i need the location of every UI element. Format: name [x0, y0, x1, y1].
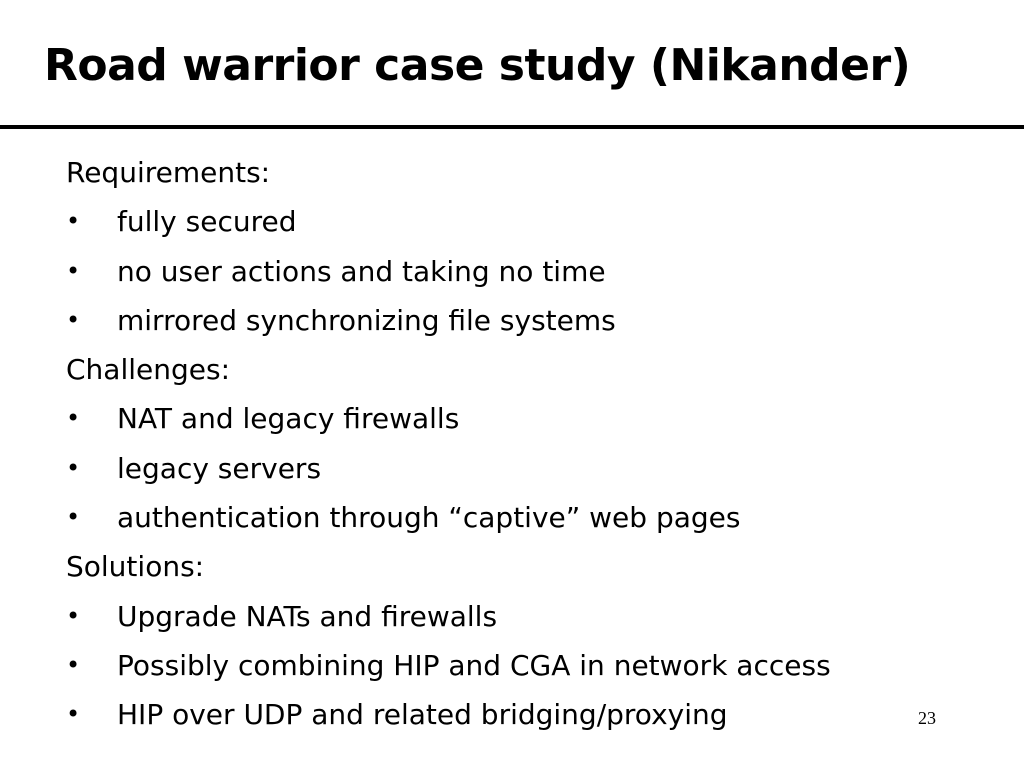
bullet-icon: •	[66, 256, 81, 285]
slide-title: Road warrior case study (Nikander)	[44, 40, 911, 91]
bullet-text: NAT and legacy firewalls	[117, 402, 460, 436]
bullet-item: • Possibly combining HIP and CGA in netw…	[66, 641, 966, 690]
bullet-icon: •	[66, 503, 81, 532]
bullet-text: mirrored synchronizing file systems	[117, 303, 616, 337]
bullet-text: no user actions and taking no time	[117, 254, 606, 288]
bullet-item: • Upgrade NATs and firewalls	[66, 592, 966, 641]
page-number: 23	[918, 708, 936, 728]
bullet-text: fully secured	[117, 205, 297, 239]
section-heading-challenges: Challenges:	[66, 353, 231, 387]
title-divider	[0, 125, 1024, 129]
bullet-icon: •	[66, 404, 81, 433]
bullet-item: • NAT and legacy firewalls	[66, 394, 966, 443]
section-heading-requirements: Requirements:	[66, 156, 271, 189]
bullet-item: • legacy servers	[66, 444, 966, 493]
bullet-text: Upgrade NATs and firewalls	[117, 599, 498, 633]
bullet-text: authentication through “captive” web pag…	[117, 501, 741, 535]
bullet-icon: •	[66, 700, 81, 729]
bullet-text: legacy servers	[117, 451, 322, 485]
bullet-icon: •	[66, 207, 81, 236]
bullet-item: • authentication through “captive” web p…	[66, 493, 966, 542]
bullet-item: • HIP over UDP and related bridging/prox…	[66, 690, 966, 739]
section-heading-solutions: Solutions:	[66, 550, 205, 584]
bullet-item: • no user actions and taking no time	[66, 247, 966, 296]
bullet-item: • fully secured	[66, 197, 966, 246]
bullet-icon: •	[66, 305, 81, 334]
slide-body: Requirements: • fully secured • no user …	[66, 148, 966, 740]
bullet-icon: •	[66, 453, 81, 482]
bullet-text: HIP over UDP and related bridging/proxyi…	[117, 698, 728, 732]
bullet-item: • mirrored synchronizing file systems	[66, 296, 966, 345]
bullet-icon: •	[66, 650, 81, 679]
bullet-text: Possibly combining HIP and CGA in networ…	[117, 648, 831, 682]
bullet-icon: •	[66, 601, 81, 630]
